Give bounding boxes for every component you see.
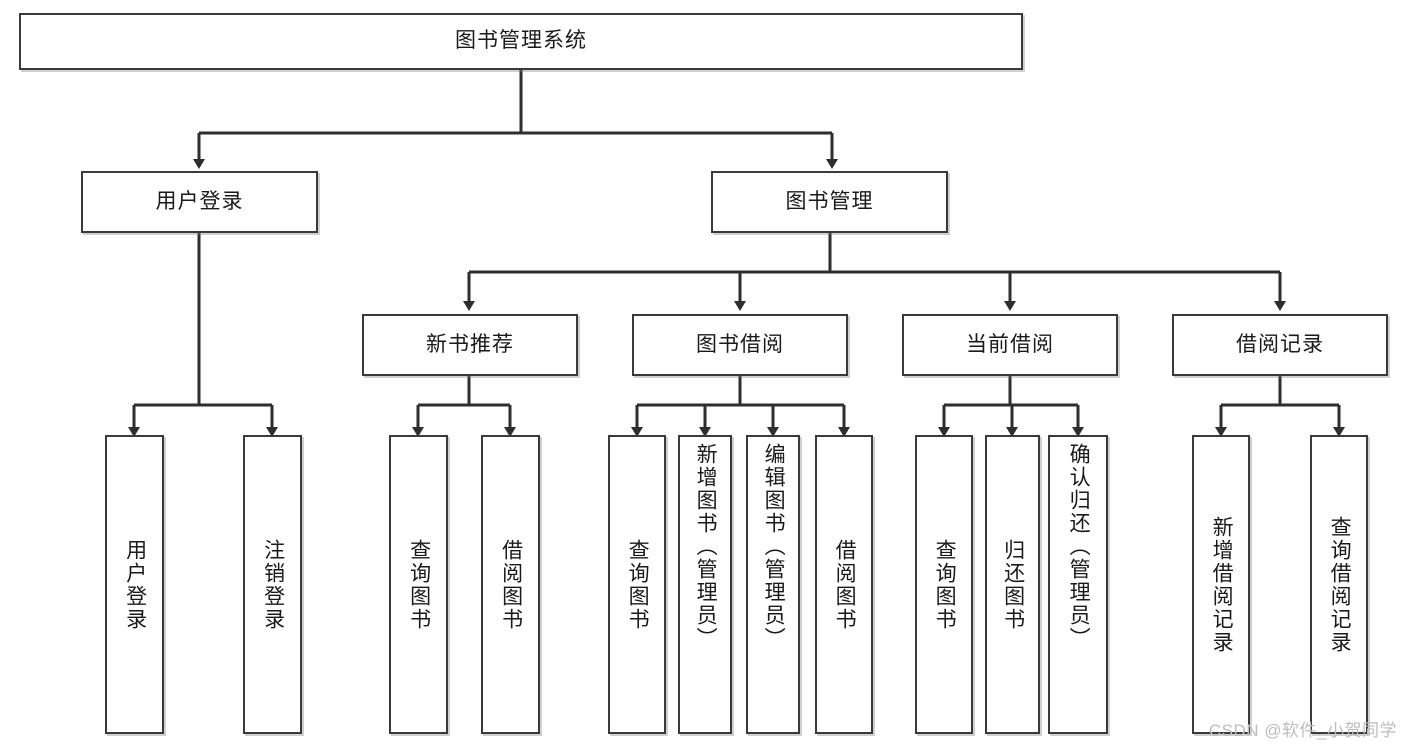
leaf-label: 查询图书 bbox=[626, 538, 650, 631]
leaf-book-borrow-add[interactable]: 新增图书（管理员） bbox=[678, 435, 732, 734]
node-root-label: 图书管理系统 bbox=[455, 29, 587, 53]
node-book-management[interactable]: 图书管理 bbox=[711, 171, 948, 233]
leaf-current-borrow-query[interactable]: 查询图书 bbox=[915, 435, 973, 734]
node-user-login[interactable]: 用户登录 bbox=[81, 171, 318, 233]
node-current-borrow-label: 当前借阅 bbox=[966, 332, 1054, 356]
node-book-borrow-label: 图书借阅 bbox=[696, 332, 784, 356]
leaf-label: 查询借阅记录 bbox=[1328, 515, 1352, 654]
leaf-label: 注销登录 bbox=[261, 538, 285, 631]
node-borrow-record[interactable]: 借阅记录 bbox=[1172, 314, 1388, 376]
leaf-current-borrow-confirm-return[interactable]: 确认归还（管理员） bbox=[1048, 435, 1108, 734]
leaf-label: 查询图书 bbox=[933, 538, 957, 631]
leaf-new-book-borrow[interactable]: 借阅图书 bbox=[481, 435, 540, 734]
leaf-book-borrow-edit[interactable]: 编辑图书（管理员） bbox=[746, 435, 800, 734]
leaf-label: 新增借阅记录 bbox=[1210, 515, 1234, 654]
node-book-management-label: 图书管理 bbox=[785, 189, 874, 213]
leaf-new-book-query[interactable]: 查询图书 bbox=[389, 435, 448, 734]
node-borrow-record-label: 借阅记录 bbox=[1236, 332, 1324, 356]
csdn-watermark: CSDN @软件_小贺同学 bbox=[1208, 721, 1397, 740]
node-root[interactable]: 图书管理系统 bbox=[19, 13, 1023, 70]
leaf-borrow-record-query[interactable]: 查询借阅记录 bbox=[1310, 435, 1368, 734]
leaf-book-borrow-query[interactable]: 查询图书 bbox=[608, 435, 666, 734]
node-user-login-label: 用户登录 bbox=[155, 189, 244, 213]
leaf-user-login-login[interactable]: 用户登录 bbox=[105, 435, 164, 734]
node-new-book-recommend-label: 新书推荐 bbox=[426, 332, 514, 356]
node-new-book-recommend[interactable]: 新书推荐 bbox=[362, 314, 578, 376]
node-book-borrow[interactable]: 图书借阅 bbox=[632, 314, 848, 376]
leaf-label: 归还图书 bbox=[1001, 538, 1025, 631]
leaf-borrow-record-add[interactable]: 新增借阅记录 bbox=[1192, 435, 1250, 734]
leaf-label: 用户登录 bbox=[123, 538, 147, 631]
leaf-label: 借阅图书 bbox=[499, 538, 523, 631]
leaf-label: 新增图书（管理员） bbox=[694, 443, 718, 650]
leaf-user-login-logout[interactable]: 注销登录 bbox=[243, 435, 302, 734]
leaf-label: 确认归还（管理员） bbox=[1067, 443, 1091, 650]
leaf-label: 借阅图书 bbox=[833, 538, 857, 631]
leaf-current-borrow-return[interactable]: 归还图书 bbox=[985, 435, 1040, 734]
leaf-label: 查询图书 bbox=[407, 538, 431, 631]
node-current-borrow[interactable]: 当前借阅 bbox=[902, 314, 1118, 376]
leaf-label: 编辑图书（管理员） bbox=[762, 443, 786, 650]
leaf-book-borrow-borrow[interactable]: 借阅图书 bbox=[815, 435, 873, 734]
